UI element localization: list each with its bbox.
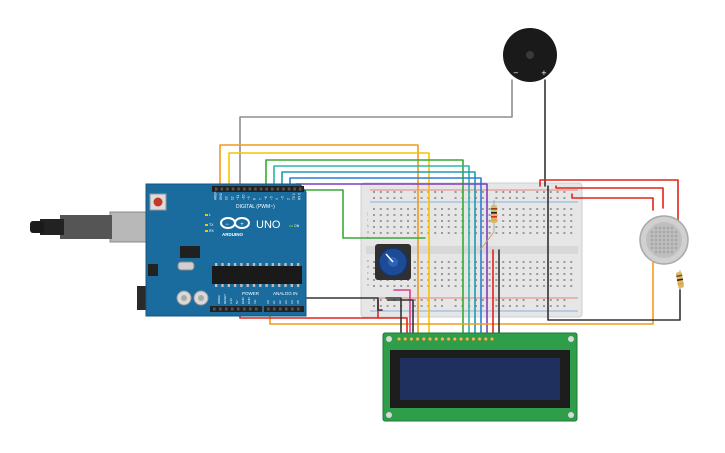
digital-pin-label: 4: [275, 198, 279, 200]
wire-yellow-d10[interactable]: [228, 152, 430, 337]
chip-legs: [215, 263, 300, 287]
wire-red-rail-top[interactable]: [539, 179, 679, 237]
digital-pin-label: ~3: [281, 196, 285, 200]
led-on-label: ON: [294, 224, 300, 228]
status-leds: L TX RX ON: [205, 213, 300, 233]
digital-pin-label: 12: [230, 196, 234, 200]
wire-green-pot[interactable]: [304, 189, 426, 239]
led-tx-label: TX: [209, 223, 214, 227]
wire-green-d5[interactable]: [265, 159, 464, 337]
digital-pin-label: TX 1: [292, 193, 296, 200]
wire-teal-d4[interactable]: [273, 165, 470, 337]
power-pin-label: 3.3V: [229, 298, 233, 304]
lcd-screen: [400, 358, 560, 400]
row-letter-b: b: [367, 277, 369, 281]
svg-text:−: −: [225, 222, 229, 228]
power-label: POWER: [242, 291, 260, 296]
lcd-pins: [397, 337, 495, 342]
analog-pin-label: A1: [272, 300, 276, 304]
wire-gray-buzzer-signal[interactable]: [239, 79, 513, 191]
usb-chip: [180, 246, 200, 258]
analog-pin-label: A3: [284, 300, 288, 304]
breadboard[interactable]: j i h g f e d c b a: [360, 182, 583, 318]
wire-orange-d11[interactable]: [219, 144, 419, 337]
power-pin-label: 5V: [235, 300, 239, 304]
analog-pin-label: A4: [290, 300, 294, 304]
brand-label: ARDUINO: [222, 232, 243, 237]
digital-pin-label: 13: [225, 196, 229, 200]
wire-black-lcd-gnd[interactable]: [385, 297, 402, 337]
analog-pin-label: A5: [296, 300, 300, 304]
resistor-sensor[interactable]: [675, 270, 685, 290]
analog-pin-label: A2: [278, 300, 282, 304]
usb-cable-tip: [30, 221, 44, 233]
icsp-header: [148, 264, 158, 276]
crystal: [177, 261, 195, 271]
lcd-16x2[interactable]: [382, 332, 578, 422]
buzzer-plus-mark: +: [541, 69, 547, 77]
digital-pin-label: 8: [253, 198, 257, 200]
digital-header-label: DIGITAL (PWM~): [236, 204, 275, 210]
power-pin-label: IOREF: [217, 295, 221, 304]
analog-label: ANALOG IN: [273, 291, 298, 296]
atmega-chip: [212, 266, 302, 284]
wire-resistor-link[interactable]: [479, 231, 495, 251]
power-pin-label: GND: [247, 297, 251, 305]
potentiometer[interactable]: [375, 244, 411, 280]
wire-black-sensor[interactable]: [547, 185, 681, 321]
svg-text:+: +: [240, 222, 244, 228]
digital-pin-label: ~5: [270, 196, 274, 200]
analog-header: [264, 306, 304, 312]
digital-pin-label: 7: [258, 198, 262, 200]
digital-pin-label: 2: [286, 198, 290, 200]
gas-sensor[interactable]: [639, 215, 689, 265]
wire-red-rail-2[interactable]: [555, 185, 664, 209]
wire-red-rail-3[interactable]: [571, 193, 654, 211]
digital-pin-label: RX 0: [298, 193, 302, 200]
digital-pin-label: ~10: [242, 194, 246, 200]
digital-pin-label: AREF: [214, 191, 218, 200]
wire-pink-lcd-vo[interactable]: [393, 289, 411, 337]
power-pin-label: GND: [241, 297, 245, 305]
digital-pin-label: ~6: [264, 196, 268, 200]
row-letter-g: g: [367, 230, 369, 234]
wire-red-lcd-vcc[interactable]: [377, 317, 408, 337]
row-letter-c: c: [367, 271, 369, 275]
row-letter-e: e: [367, 259, 369, 263]
row-letter-h: h: [367, 224, 369, 228]
digital-header: [212, 186, 304, 192]
wire-teal2-d3[interactable]: [281, 171, 476, 337]
digital-pin-label: GND: [219, 192, 223, 200]
power-header: [210, 306, 262, 312]
row-letter-i: i: [367, 218, 368, 222]
row-letter-d: d: [367, 265, 369, 269]
analog-pin-label: A0: [266, 300, 270, 304]
piezo-buzzer[interactable]: − +: [503, 28, 557, 82]
power-pin-label: RESET: [223, 294, 227, 304]
resistor-lcd[interactable]: [491, 200, 497, 232]
led-rx-label: RX: [209, 229, 215, 233]
led-l-label: L: [209, 213, 211, 217]
bottom-pin-sockets: [213, 307, 300, 311]
wire-black-lcd-rw[interactable]: [387, 299, 414, 337]
row-letter-a: a: [367, 283, 369, 287]
arduino-logo: − +: [220, 217, 250, 229]
model-label: UNO: [256, 219, 281, 231]
row-letter-j: j: [366, 212, 368, 216]
digital-pin-label: ~11: [236, 195, 240, 200]
buzzer-minus-mark: −: [513, 69, 519, 77]
power-pin-label: Vin: [253, 299, 257, 304]
digital-pin-label: ~9: [247, 196, 251, 200]
gas-sensor-mesh: [650, 226, 678, 254]
wires: [219, 79, 681, 337]
